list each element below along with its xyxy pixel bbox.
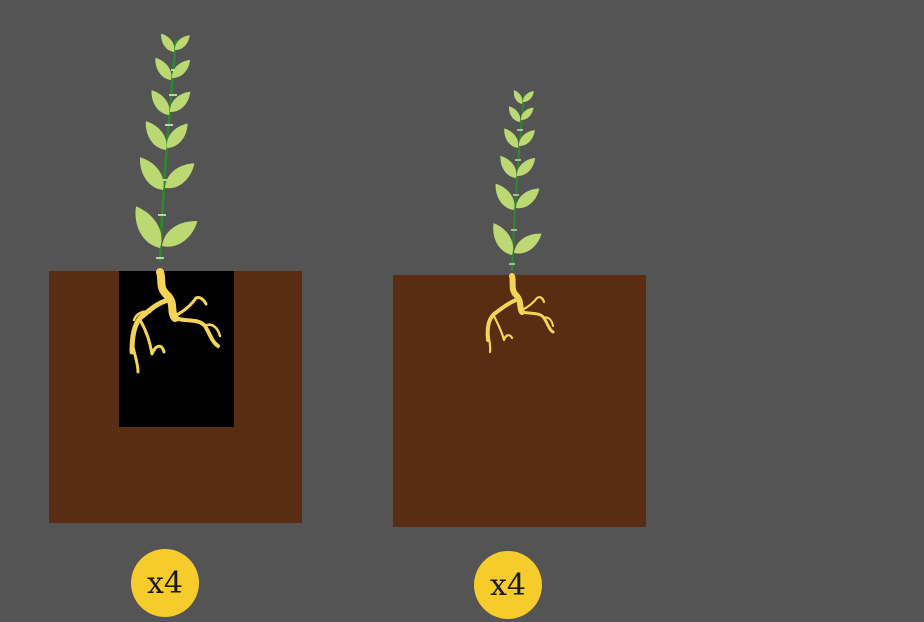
count-badge-label: x4 — [490, 568, 526, 603]
count-badge-label: x4 — [147, 566, 183, 601]
root-cavity — [119, 271, 234, 427]
count-badge-right: x4 — [474, 551, 542, 619]
count-badge-left: x4 — [131, 549, 199, 617]
